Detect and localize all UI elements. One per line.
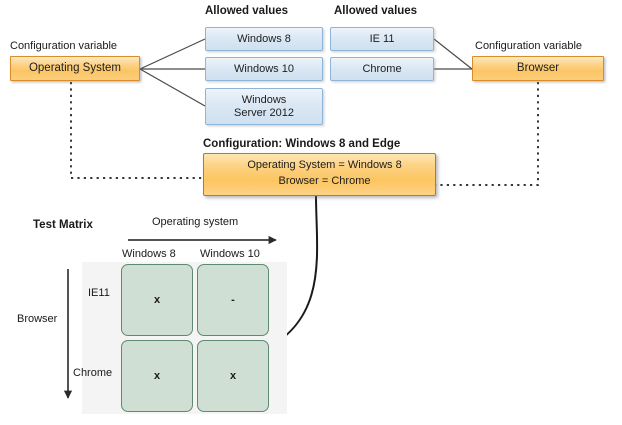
matrix-cell-ie11-windows8[interactable]: x: [121, 264, 193, 336]
caption-allowed-values-left: Allowed values: [205, 5, 289, 17]
caption-config-variable-right: Configuration variable: [475, 40, 583, 52]
matrix-row-header-1: Chrome: [73, 367, 113, 379]
matrix-cell-ie11-windows10[interactable]: -: [197, 264, 269, 336]
allowed-value-os-0[interactable]: Windows 8: [205, 27, 323, 51]
config-variable-browser[interactable]: Browser: [472, 56, 604, 81]
matrix-column-header-1: Windows 10: [200, 248, 260, 260]
allowed-value-browser-0[interactable]: IE 11: [330, 27, 434, 51]
config-variable-browser-label: Browser: [516, 62, 560, 75]
allowed-value-browser-0-label: IE 11: [369, 32, 395, 45]
allowed-value-os-2-label-line2: Server 2012: [234, 106, 294, 119]
caption-allowed-values-right: Allowed values: [334, 5, 418, 17]
matrix-column-header-0: Windows 8: [122, 248, 176, 260]
config-variable-operating-system-label: Operating System: [28, 62, 122, 75]
caption-configuration-title: Configuration: Windows 8 and Edge: [203, 138, 401, 150]
caption-test-matrix: Test Matrix: [33, 219, 93, 231]
allowed-value-os-1-label: Windows 10: [234, 62, 294, 75]
allowed-value-os-2[interactable]: Windows Server 2012: [205, 88, 323, 125]
browser-to-values-connectors: [433, 38, 473, 70]
matrix-row-header-0: IE11: [88, 287, 110, 299]
matrix-y-axis-label: Browser: [17, 313, 58, 325]
configuration-box[interactable]: Operating System = Windows 8 Browser = C…: [203, 153, 436, 196]
allowed-value-os-1[interactable]: Windows 10: [205, 57, 323, 81]
allowed-value-browser-1-label: Chrome: [362, 62, 402, 75]
configuration-line-0: Operating System = Windows 8: [247, 159, 402, 171]
config-variable-operating-system[interactable]: Operating System: [10, 56, 140, 81]
matrix-cell-chrome-windows8[interactable]: x: [121, 340, 193, 412]
matrix-cell-chrome-windows10-value: x: [229, 370, 237, 382]
allowed-value-browser-1[interactable]: Chrome: [330, 57, 434, 81]
matrix-x-axis-label: Operating system: [152, 216, 239, 228]
configuration-line-1: Browser = Chrome: [278, 174, 371, 187]
os-to-values-connectors: [139, 38, 206, 107]
allowed-value-os-0-label: Windows 8: [237, 32, 291, 45]
matrix-cell-chrome-windows10[interactable]: x: [197, 340, 269, 412]
allowed-value-os-2-label-line1: Windows: [241, 94, 287, 107]
caption-config-variable-left: Configuration variable: [10, 40, 118, 52]
matrix-cell-chrome-windows8-value: x: [153, 370, 161, 382]
matrix-cell-ie11-windows8-value: x: [153, 294, 161, 306]
matrix-cell-ie11-windows10-value: -: [231, 294, 235, 306]
os-to-config-dotted-path: [70, 82, 215, 183]
